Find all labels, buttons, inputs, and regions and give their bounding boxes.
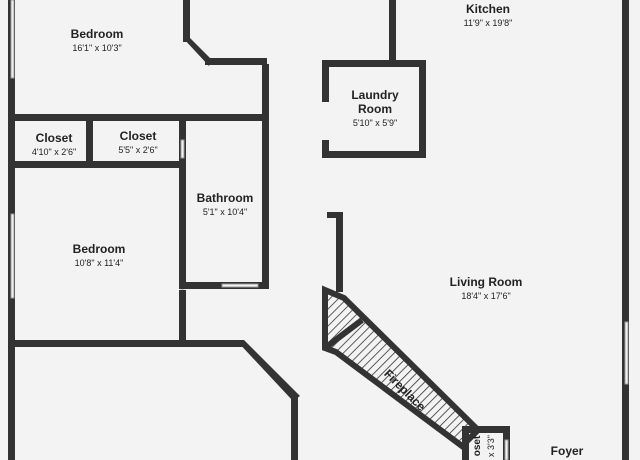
wall-bedroom-top-bottom xyxy=(15,114,267,121)
wall-living-stub xyxy=(327,212,343,218)
living-room-dims: 18'4" x 17'6" xyxy=(461,291,510,301)
door-closet-right xyxy=(180,139,185,159)
upper-walls xyxy=(15,0,396,121)
kitchen-dims: 11'9" x 19'8" xyxy=(464,18,513,28)
room-labels: Bedroom 16'1" x 10'3" Kitchen 11'9" x 19… xyxy=(32,2,584,458)
wall-bedroom-top-right xyxy=(262,64,269,121)
bedroom-top-dims: 16'1" x 10'3" xyxy=(72,43,121,53)
wall-closet-divider xyxy=(86,118,93,168)
wall-hall-bottom xyxy=(291,394,298,460)
wall-kitchen-left xyxy=(389,0,396,62)
closet-walls xyxy=(15,118,183,168)
window-right xyxy=(624,321,629,385)
laundry-name-line1: Laundry xyxy=(351,88,399,102)
wall-closet-vertical xyxy=(183,0,190,42)
closet-right-dims: 5'5" x 2'6" xyxy=(118,145,157,155)
bedroom-mid-dims: 10'8" x 11'4" xyxy=(75,258,124,268)
wall-laundry-top xyxy=(322,60,426,67)
wall-bathroom-right xyxy=(262,118,269,288)
laundry-walls xyxy=(322,60,426,158)
wall-closet-bottom-top xyxy=(462,426,510,433)
bathroom-dims: 5'1" x 10'4" xyxy=(203,207,247,217)
bathroom-walls xyxy=(179,118,269,333)
bedroom-mid-name: Bedroom xyxy=(73,242,126,256)
window-left-top xyxy=(10,0,15,79)
window-left-mid xyxy=(10,213,15,299)
wall-bathroom-left xyxy=(179,118,186,288)
closet-right-name: Closet xyxy=(120,129,157,143)
wall-diagonal-bottom-left xyxy=(236,340,300,401)
outer-walls xyxy=(8,0,629,460)
fireplace-hearth xyxy=(322,285,483,450)
bedroom-top-name: Bedroom xyxy=(71,27,124,41)
wall-laundry-left-bottom xyxy=(322,140,329,158)
fireplace xyxy=(322,285,483,450)
laundry-name-line2: Room xyxy=(358,102,392,116)
closet-left-dims: 4'10" x 2'6" xyxy=(32,147,76,157)
closet-bottom-name: oset xyxy=(472,435,483,456)
kitchen-name: Kitchen xyxy=(466,2,510,16)
wall-closet-bottom-left xyxy=(462,426,469,460)
foyer-walls xyxy=(462,426,510,460)
wall-diagonal-top xyxy=(183,38,212,66)
bathroom-name: Bathroom xyxy=(197,191,254,205)
wall-living-stub-v xyxy=(336,212,343,292)
wall-bedroom-mid-right xyxy=(179,290,186,340)
fireplace-divider xyxy=(323,317,364,351)
wall-closet-bottom xyxy=(205,58,267,65)
door-bathroom xyxy=(221,283,259,288)
wall-laundry-right xyxy=(419,60,426,158)
windows xyxy=(10,0,629,385)
foyer-name: Foyer xyxy=(551,444,584,458)
laundry-dims: 5'10" x 5'9" xyxy=(353,118,397,128)
wall-closet-row-bottom xyxy=(15,161,183,168)
door-closet-bottom xyxy=(504,439,509,460)
lower-walls xyxy=(15,212,343,460)
wall-right-outer xyxy=(622,0,629,460)
closet-bottom-dims: x 3'3" xyxy=(486,435,496,457)
closet-left-name: Closet xyxy=(36,131,73,145)
wall-laundry-bottom xyxy=(325,151,426,158)
living-room-name: Living Room xyxy=(450,275,523,289)
wall-laundry-left-top xyxy=(322,60,329,102)
wall-bedroom-mid-bottom xyxy=(15,340,243,347)
